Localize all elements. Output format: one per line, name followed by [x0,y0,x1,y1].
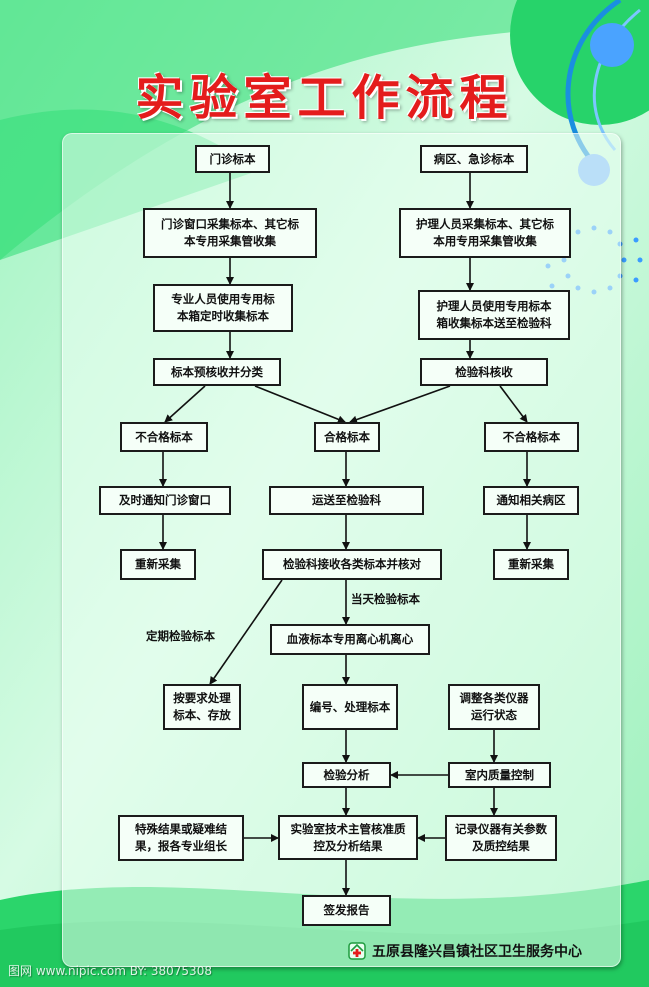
box-staff-box-collect: 专业人员使用专用标 本箱定时收集标本 [153,284,293,332]
box-indoor-qc: 室内质量控制 [448,762,551,788]
box-sign-report: 签发报告 [302,895,391,926]
box-outpatient-collect: 门诊窗口采集标本、其它标 本专用采集管收集 [143,208,317,258]
box-recollect-left: 重新采集 [120,549,196,580]
box-unqualified-left: 不合格标本 [120,422,208,452]
box-nurse-collect: 护理人员采集标本、其它标 本用专用采集管收集 [399,208,571,258]
arrow-receive-to-store [209,579,283,685]
box-recollect-right: 重新采集 [493,549,569,580]
box-unqualified-right: 不合格标本 [484,422,579,452]
clinic-logo-icon [348,942,366,960]
page-title: 实验室工作流程 [135,70,514,126]
box-notify-ward: 通知相关病区 [483,486,579,515]
blue-dot-icon [590,23,634,67]
box-analysis: 检验分析 [302,762,391,788]
box-record-params: 记录仪器有关参数 及质控结果 [445,815,557,861]
footer-text: 五原县隆兴昌镇社区卫生服务中心 [372,944,582,960]
box-ward-emergency-sample: 病区、急诊标本 [420,145,528,173]
arrow-labcheck-to-unqualified [499,385,528,423]
box-centrifuge: 血液标本专用离心机离心 [270,624,430,655]
box-supervisor-review: 实验室技术主管核准质 控及分析结果 [278,815,418,860]
arrow-precheck-to-unqualified [164,385,206,423]
box-lab-check: 检验科核收 [420,358,548,386]
box-pre-check: 标本预核收并分类 [153,358,281,386]
box-deliver-lab: 运送至检验科 [269,486,424,515]
arrow-precheck-to-qualified [254,385,346,424]
box-notify-outpatient: 及时通知门诊窗口 [99,486,231,515]
watermark: 图网 www.nipic.com BY: 38075308 [8,964,212,978]
box-number-process: 编号、处理标本 [302,684,398,730]
box-special-result: 特殊结果或疑难结 果，报各专业组长 [118,815,244,861]
arrow-labcheck-to-qualified [349,385,451,424]
label-periodic: 定期检验标本 [146,629,215,643]
label-same-day: 当天检验标本 [351,592,420,606]
box-qualified: 合格标本 [314,422,380,452]
box-process-store: 按要求处理 标本、存放 [163,684,241,730]
box-outpatient-sample: 门诊标本 [195,145,270,173]
box-receive-verify: 检验科接收各类标本并核对 [262,549,442,580]
footer-organization: 五原县隆兴昌镇社区卫生服务中心 [348,940,638,962]
box-adjust-instruments: 调整各类仪器 运行状态 [448,684,540,730]
box-nurse-box-deliver: 护理人员使用专用标本 箱收集标本送至检验科 [418,290,570,340]
